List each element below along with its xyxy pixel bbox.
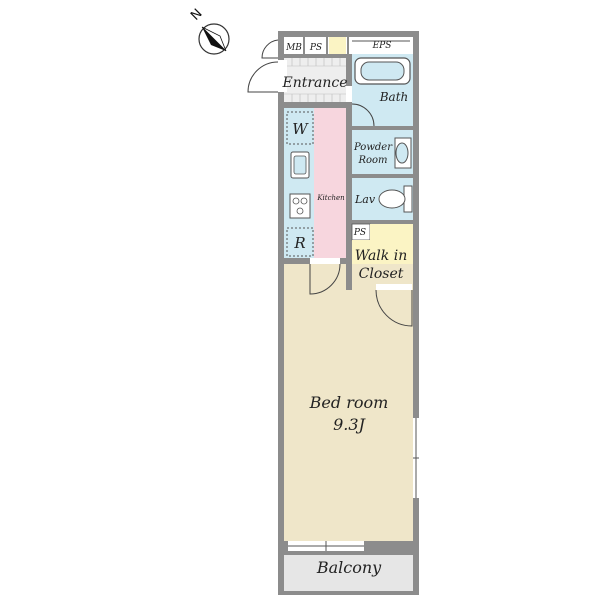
walk-in-closet-label-1: Walk in xyxy=(355,248,407,264)
bathtub-basin xyxy=(360,61,405,81)
lav-label: Lav xyxy=(354,193,376,206)
wall-stub xyxy=(346,264,352,290)
walk-in-closet-label-2: Closet xyxy=(359,266,404,282)
wall-kitchen-wet xyxy=(346,54,352,288)
walk-in-closet-upper xyxy=(370,224,413,240)
wall-entrance-kitchen xyxy=(284,102,352,108)
kitchen-label: Kitchen xyxy=(316,194,345,202)
bedroom-size-label: 9.3J xyxy=(333,415,366,434)
ps-top-label: PS xyxy=(309,43,322,53)
powder-room-label-2: Room xyxy=(357,155,387,166)
closet-door-swing xyxy=(375,289,413,327)
fridge-space xyxy=(286,227,314,257)
wall-lav-closet xyxy=(352,220,413,224)
washer-space xyxy=(286,111,314,145)
ps-mid-label: PS xyxy=(353,228,366,238)
entrance-label: Entrance xyxy=(281,75,347,91)
kitchen-sink-basin xyxy=(293,155,307,175)
entrance-tiles xyxy=(284,58,348,102)
mb-door-swing xyxy=(261,39,279,59)
entrance-opening xyxy=(346,86,352,102)
kitchen-stove xyxy=(289,193,311,219)
bedroom-door-swing xyxy=(309,263,341,295)
powder-room-label-1: Powder xyxy=(353,142,393,153)
bath-label: Bath xyxy=(379,90,409,104)
entrance-door-swing xyxy=(247,61,279,93)
toilet-bowl xyxy=(378,189,406,209)
bedroom-floor xyxy=(284,264,413,541)
bedroom-door-gap xyxy=(310,258,340,264)
wall-powder-lav xyxy=(352,174,413,178)
stove-burner-2 xyxy=(300,197,308,205)
washer-label: W xyxy=(292,120,309,138)
mb-label: MB xyxy=(285,43,302,53)
eps-label: EPS xyxy=(372,41,392,51)
utility-yellow-box xyxy=(329,37,346,54)
compass: N xyxy=(188,6,230,55)
bath-door-swing xyxy=(351,103,375,127)
bedroom-label: Bed room xyxy=(309,393,389,412)
powder-opening xyxy=(352,134,354,170)
balcony-floor xyxy=(284,555,413,591)
wall-bath-powder xyxy=(352,126,413,130)
closet-door-gap xyxy=(376,284,412,290)
washbasin xyxy=(395,142,409,164)
compass-needle-light xyxy=(201,26,227,52)
stove-burner-1 xyxy=(292,197,300,205)
compass-north-label: N xyxy=(188,6,205,23)
fridge-label: R xyxy=(293,234,305,252)
balcony-label: Balcony xyxy=(316,558,382,577)
stove-burner-3 xyxy=(296,207,304,215)
entrance-door-gap xyxy=(275,60,287,92)
